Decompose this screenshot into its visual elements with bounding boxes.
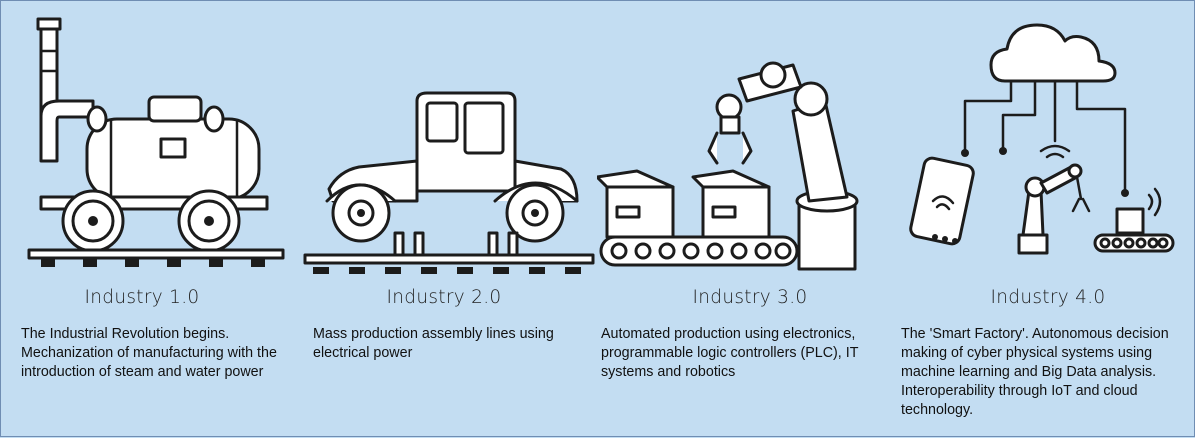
- stage-industry-2: Industry 2.0 Mass production assembly li…: [299, 1, 597, 438]
- stage-title: Industry 3.0: [692, 287, 808, 308]
- stage-industry-1: Industry 1.0 The Industrial Revolution b…: [1, 1, 299, 438]
- stage-title: Industry 4.0: [990, 287, 1106, 308]
- stage-description: The Industrial Revolution begins. Mechan…: [21, 326, 277, 380]
- stage-industry-4: Industry 4.0 The 'Smart Factory'. Autono…: [895, 1, 1193, 438]
- cloud-connected-factory-icon: [909, 23, 1175, 255]
- stage-description: The 'Smart Factory'. Autonomous decision…: [901, 326, 1169, 418]
- stage-description: Mass production assembly lines using ele…: [313, 326, 554, 361]
- stage-industry-3: Industry 3.0 Automated production using …: [597, 1, 895, 438]
- robot-arm-conveyor-icon: [597, 61, 859, 271]
- automobile-assembly-line-icon: [303, 91, 595, 274]
- stage-description: Automated production using electronics, …: [601, 326, 859, 380]
- steam-locomotive-icon: [27, 17, 285, 267]
- stage-title: Industry 1.0: [84, 287, 200, 308]
- stage-title: Industry 2.0: [386, 287, 502, 308]
